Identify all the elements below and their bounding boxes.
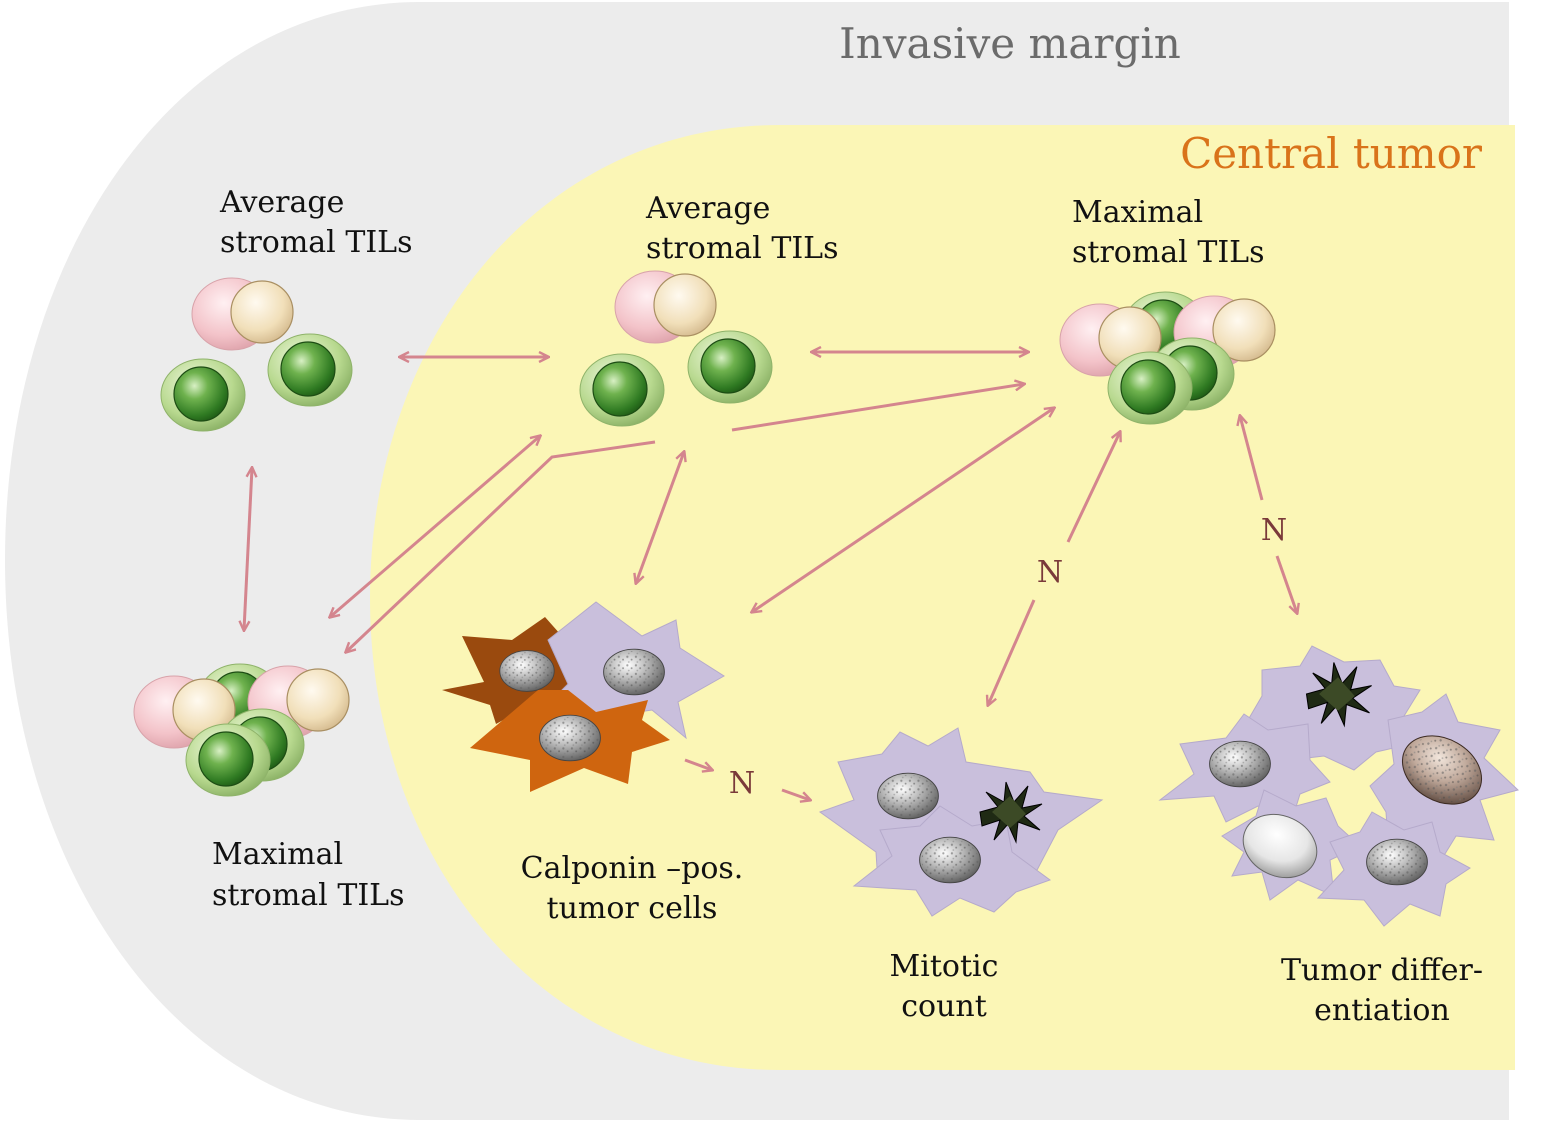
arrow-im-max-to-ct-max — [346, 440, 656, 652]
calponin-cells — [442, 601, 725, 792]
svg-text:tumor cells: tumor cells — [547, 891, 718, 926]
svg-text:Tumor differ-: Tumor differ- — [1281, 953, 1483, 988]
arrow-im-avg-to-im-max — [244, 468, 252, 630]
central-tumor-region — [370, 125, 1515, 1070]
arrow-ct-avg-to-im-max — [330, 436, 540, 617]
edge-label-max-mitotic: N — [1037, 555, 1063, 590]
arrow-calponin-to-mitotic-a — [684, 758, 712, 770]
ct-average-tils-label: Average stromal TILs — [645, 191, 839, 266]
edge-label-calponin-mitotic: N — [729, 766, 755, 801]
arrow-ct-avg-to-calponin — [636, 452, 684, 583]
edge-label-max-differentiation: N — [1261, 513, 1287, 548]
arrow-ct-max-to-diff-b — [1275, 555, 1297, 613]
mitotic-cells — [818, 727, 1104, 917]
invasive-margin-title: Invasive margin — [839, 19, 1181, 68]
arrow-ct-max-to-mitotic-b — [988, 599, 1036, 705]
arrow-ct-max-to-diff-a — [1240, 416, 1264, 501]
differentiation-cells — [1158, 645, 1519, 927]
svg-text:stromal TILs: stromal TILs — [646, 231, 839, 266]
mitotic-label: Mitotic count — [890, 949, 999, 1024]
svg-text:Mitotic: Mitotic — [890, 949, 999, 984]
svg-text:stromal TILs: stromal TILs — [220, 225, 413, 260]
svg-text:count: count — [901, 989, 987, 1024]
calponin-label: Calponin –pos. tumor cells — [521, 851, 744, 926]
im-maximal-tils-label: Maximal stromal TILs — [212, 837, 405, 913]
ct-maximal-tils-label: Maximal stromal TILs — [1072, 195, 1265, 270]
svg-text:Average: Average — [219, 185, 344, 220]
svg-text:Calponin –pos.: Calponin –pos. — [521, 851, 744, 886]
svg-text:Maximal: Maximal — [212, 837, 343, 872]
im-average-tils-label: Average stromal TILs — [219, 185, 413, 260]
arrow-ct-max-to-mitotic-a — [1066, 432, 1120, 543]
arrow-calponin-to-mitotic-b — [781, 788, 810, 800]
svg-text:Maximal: Maximal — [1072, 195, 1203, 230]
differentiation-label: Tumor differ- entiation — [1281, 953, 1483, 1028]
svg-text:stromal TILs: stromal TILs — [212, 878, 405, 913]
central-tumor-title: Central tumor — [1180, 129, 1483, 178]
svg-text:entiation: entiation — [1314, 993, 1450, 1028]
svg-text:stromal TILs: stromal TILs — [1072, 235, 1265, 270]
arrow-ct-max-to-calponin — [752, 408, 1054, 612]
svg-text:Average: Average — [645, 191, 770, 226]
arrows — [244, 352, 1297, 800]
